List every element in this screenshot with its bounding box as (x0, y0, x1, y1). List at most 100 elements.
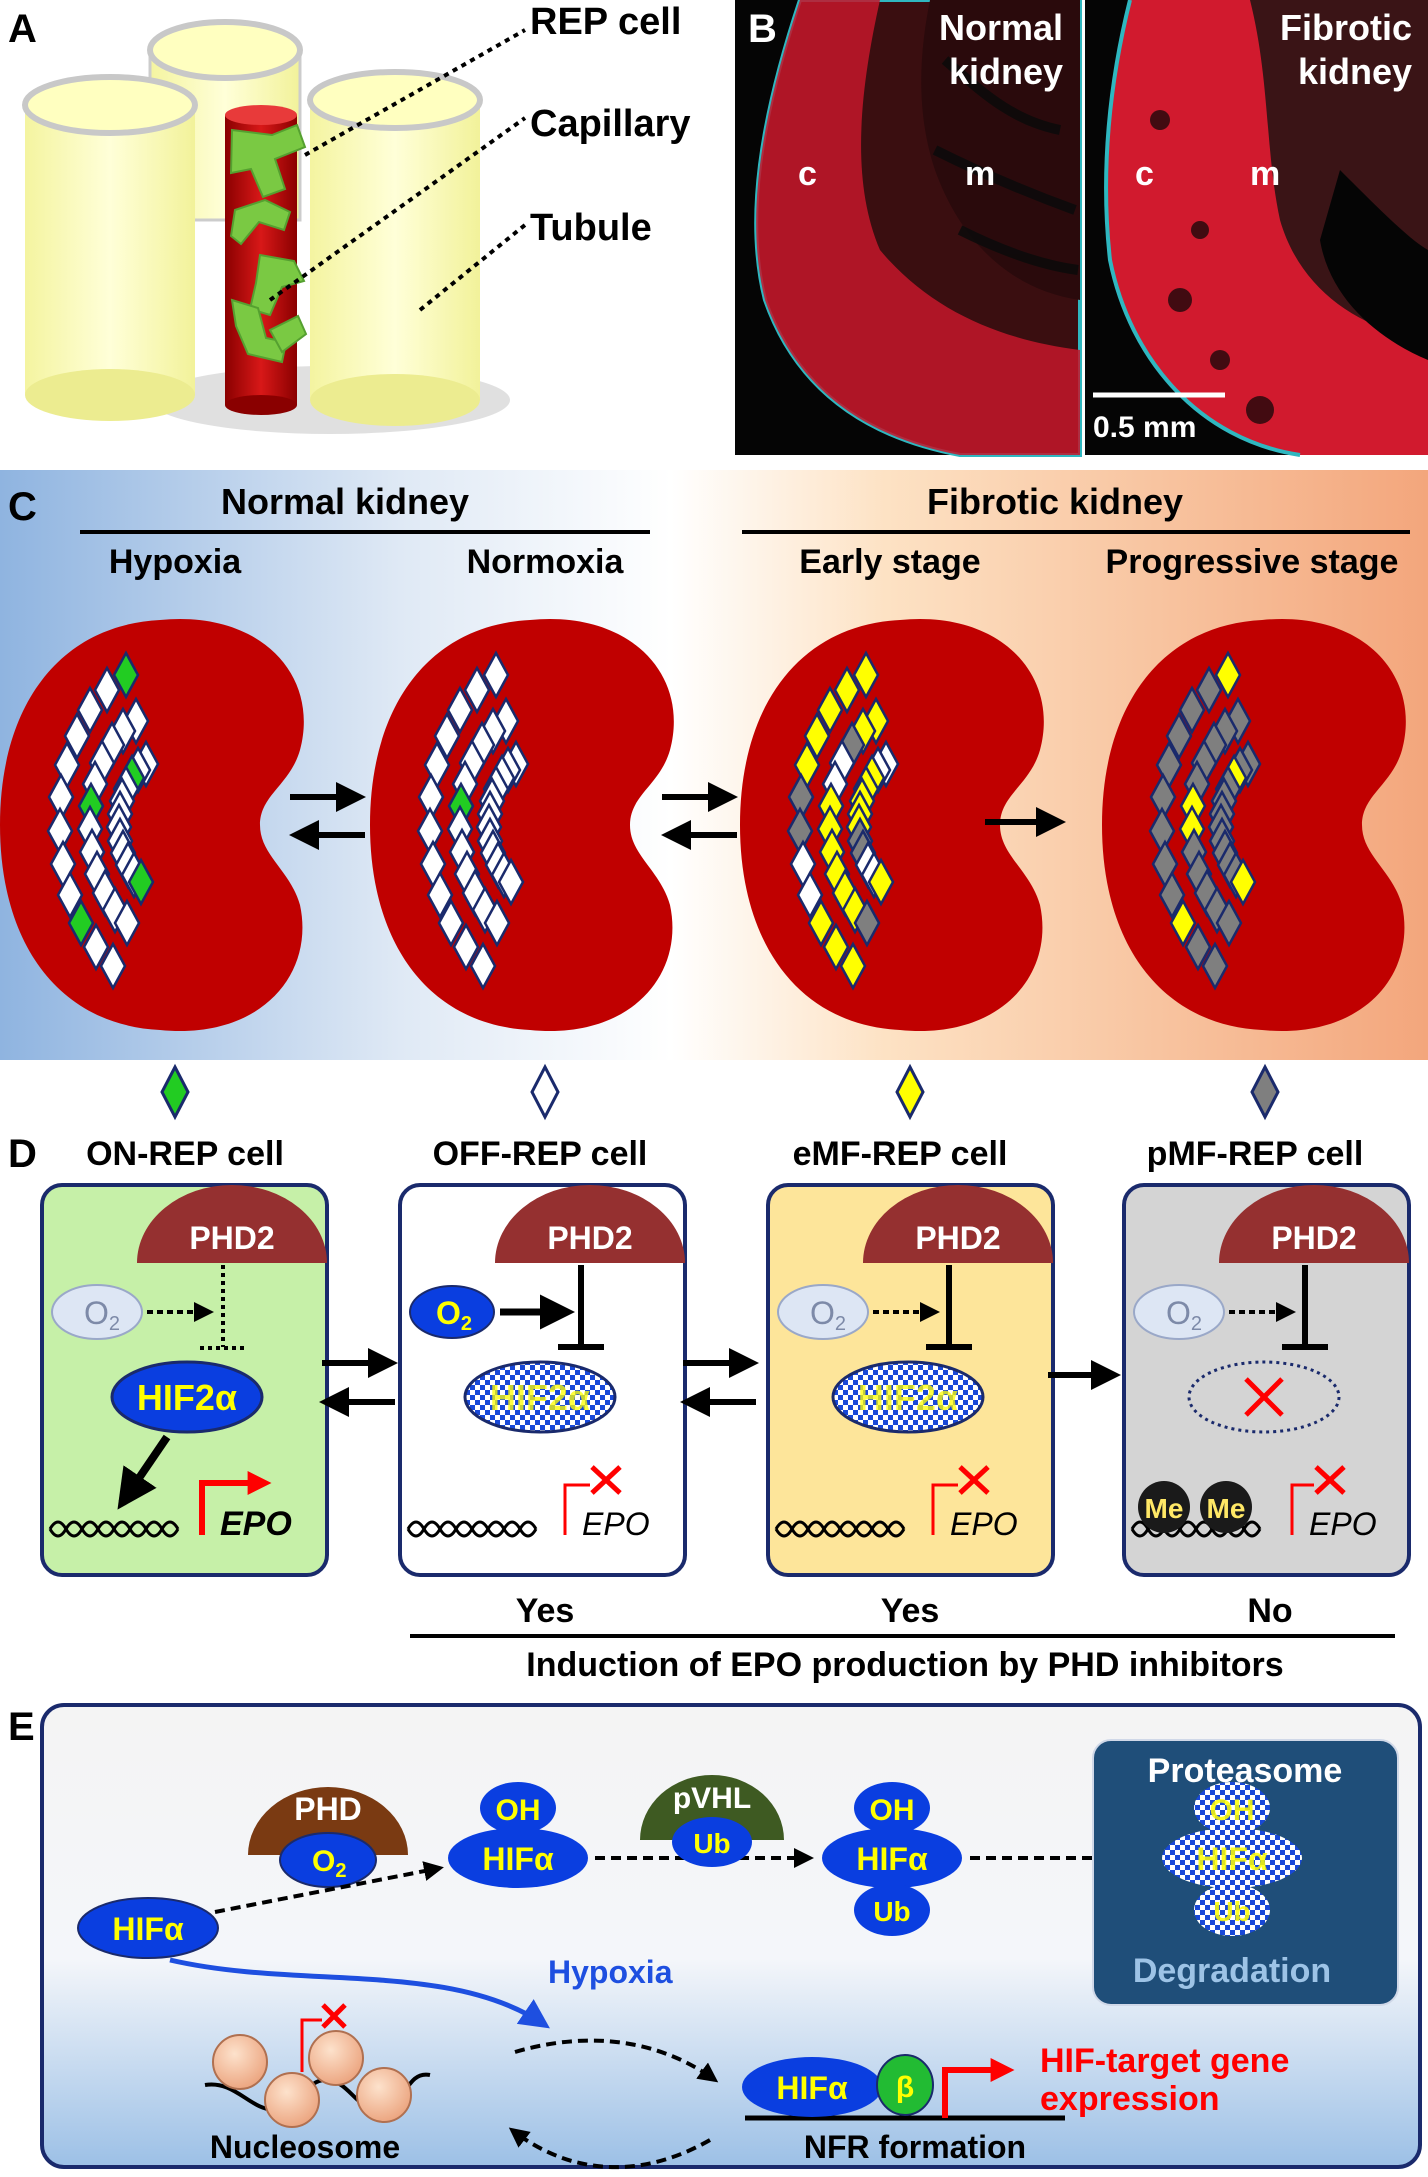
o2-label: O2 (312, 1845, 346, 1882)
hifa-label: HIFα (112, 1911, 184, 1947)
induction-off-rep: Yes (516, 1592, 575, 1630)
hifa-label: HIFα (482, 1841, 554, 1877)
kidney-body (1102, 618, 1406, 1032)
micrograph-normal-medulla: m (965, 155, 995, 193)
phd2-label: PHD2 (1271, 1220, 1356, 1256)
label-normoxia: Normoxia (467, 543, 625, 581)
rep-cell-diamond (1165, 711, 1193, 761)
kidney-body (0, 618, 304, 1032)
rep-cell-diamond (112, 650, 140, 700)
rep-cell-diamond (482, 650, 510, 700)
rep-cell-diamond (1158, 870, 1186, 920)
micrograph-normal-title-1: Normal (939, 7, 1063, 48)
panel-letter-c: C (8, 485, 37, 529)
kidney-diagrams (0, 618, 1406, 1032)
epo-label: EPO (582, 1506, 650, 1542)
rep-cell-diamond (93, 665, 121, 715)
micrograph-normal-title-2: kidney (949, 51, 1063, 92)
legend-on-rep-diamond (160, 1063, 190, 1121)
rep-cell-diamond (99, 941, 127, 991)
kidney-body (370, 618, 674, 1032)
micrograph-fibrotic (1104, 0, 1428, 457)
o2-label: O2 (1166, 1295, 1202, 1335)
kidney-progressive (1102, 618, 1406, 1032)
hifa-label: HIFα (1196, 1841, 1268, 1877)
rep-cell-diamond (833, 665, 861, 715)
degradation-label: Degradation (1133, 1952, 1331, 1990)
cell-on-rep: PHD2 O2 HIF2α EPO (40, 1183, 329, 1577)
rep-cell-diamond (1195, 665, 1223, 715)
title-emf-rep: eMF-REP cell (793, 1135, 1008, 1173)
rep-cell-diamond (82, 922, 110, 972)
ub-label: Ub (873, 1896, 910, 1927)
rep-cell-diamond (867, 857, 895, 907)
micrograph-normal (754, 0, 1082, 457)
title-on-rep: ON-REP cell (86, 1135, 284, 1173)
hifa-label: HIFα (856, 1841, 928, 1877)
methyl-label: Me (1207, 1493, 1246, 1524)
rep-cell-diamond (803, 711, 831, 761)
header-fibrotic-kidney: Fibrotic kidney (927, 481, 1183, 522)
methyl-label: Me (1145, 1493, 1184, 1524)
rep-cell-diamond (56, 870, 84, 920)
rep-cell-diamond (433, 711, 461, 761)
epo-label: EPO (220, 1505, 292, 1543)
micrograph-fibrotic-medulla: m (1250, 155, 1280, 193)
panel-letter-e: E (8, 1705, 35, 1749)
beta-label: β (896, 2071, 914, 2104)
panel-b: Normal kidney c m Fibrotic kidney c m 0.… (735, 0, 1428, 457)
ub-label: Ub (693, 1828, 730, 1859)
legend-emf-rep-diamond (895, 1063, 925, 1121)
rep-cell-diamond (852, 650, 880, 700)
target-gene-label-1: HIF-target gene (1040, 2042, 1289, 2080)
rep-cell-diamond (839, 941, 867, 991)
transition-arrows-d (319, 1348, 1121, 1417)
rep-cell-diamond (807, 898, 835, 948)
rep-cell-diamond (853, 898, 881, 948)
rep-cell-diamond (796, 870, 824, 920)
rep-cell-diamond (497, 857, 525, 907)
ub-label: Ub (1213, 1896, 1250, 1927)
hif2a-label: HIF2α (490, 1377, 590, 1418)
panel-c: C Normal kidney Fibrotic kidney Hypoxia … (0, 470, 1428, 1060)
phd-label: PHD (294, 1791, 362, 1827)
oh-label: OH (1210, 1794, 1255, 1827)
rep-cell-diamond (1178, 685, 1206, 735)
title-off-rep: OFF-REP cell (433, 1135, 648, 1173)
rep-cell-diamond (483, 898, 511, 948)
o2-label: O2 (810, 1295, 846, 1335)
legend-pmf-rep-diamond (1250, 1063, 1280, 1121)
rep-cell-diamond (67, 898, 95, 948)
rep-cell-diamond (1169, 898, 1197, 948)
phd2-label: PHD2 (547, 1220, 632, 1256)
induction-caption: Induction of EPO production by PHD inhib… (526, 1646, 1283, 1684)
rep-cell-diamond (1214, 650, 1242, 700)
rep-cell-diamond (426, 870, 454, 920)
micrograph-fibrotic-title-1: Fibrotic (1280, 7, 1412, 48)
panel-letter-b: B (748, 7, 777, 51)
kidney-early-stage (740, 618, 1044, 1032)
target-gene-label-2: expression (1040, 2080, 1220, 2118)
label-progressive-stage: Progressive stage (1106, 543, 1399, 581)
header-normal-kidney: Normal kidney (221, 481, 469, 522)
oh-label: OH (496, 1794, 541, 1827)
rep-cell-diamond (113, 898, 141, 948)
induction-emf-rep: Yes (881, 1592, 940, 1630)
hif2a-label: HIF2α (858, 1377, 958, 1418)
scale-bar-label: 0.5 mm (1093, 411, 1196, 444)
label-early-stage: Early stage (799, 543, 980, 581)
title-pmf-rep: pMF-REP cell (1147, 1135, 1364, 1173)
kidney-body (740, 618, 1044, 1032)
rep-cells (229, 123, 308, 364)
panel-a: A REP cell Capillary Tubule (8, 1, 691, 434)
micrograph-fibrotic-title-2: kidney (1298, 51, 1412, 92)
kidney-normoxia (370, 618, 674, 1032)
micrograph-fibrotic-cortex: c (1135, 155, 1154, 193)
rep-cell-diamond (463, 665, 491, 715)
transition-arrows-c (289, 782, 1066, 850)
epo-label: EPO (950, 1506, 1018, 1542)
rep-cell-diamond (469, 941, 497, 991)
panel-d: D ON-REP cell OFF-REP cell eMF-REP cell … (8, 1063, 1411, 1684)
hypoxia-e-label: Hypoxia (548, 1954, 673, 1990)
